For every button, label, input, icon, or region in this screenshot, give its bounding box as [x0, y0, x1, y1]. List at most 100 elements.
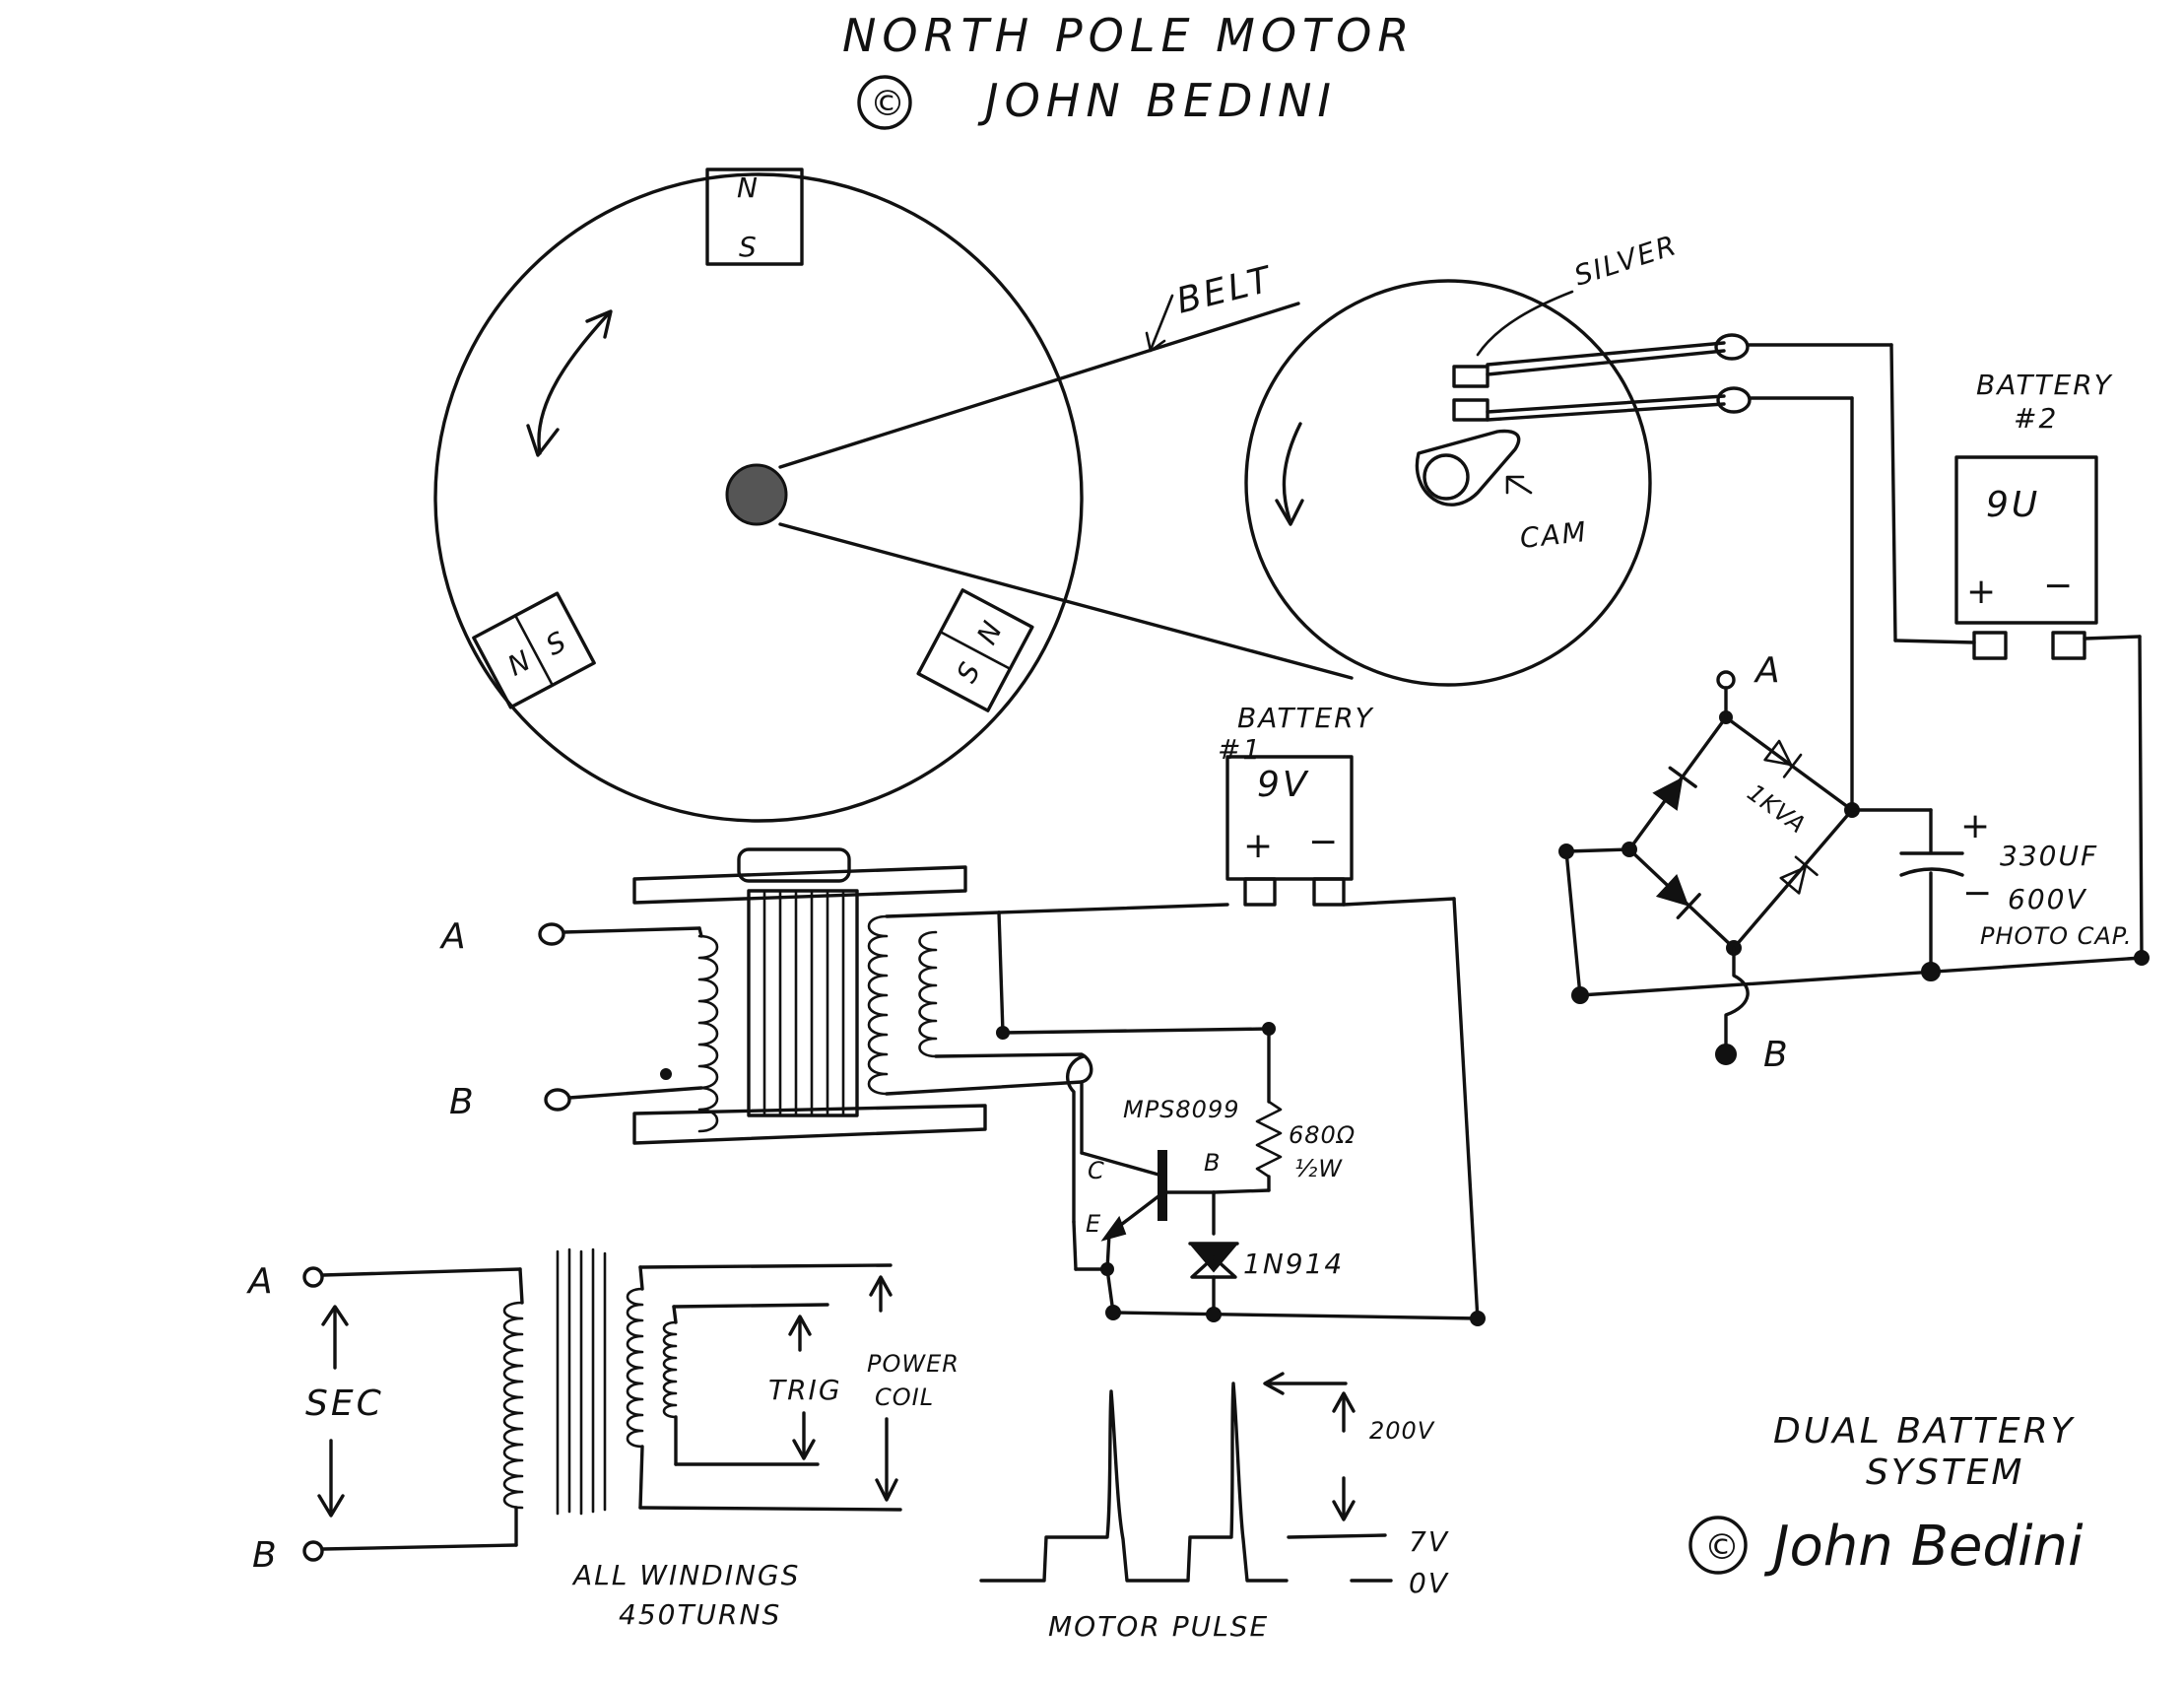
silver-pointer [1476, 290, 1574, 357]
cap-voltage-label: 600V [2008, 883, 2087, 915]
copyright-circle [857, 75, 912, 130]
cap-value-label: 330UF [2000, 840, 2098, 872]
magnet-left-s-label: S [541, 625, 573, 662]
coil-terminal-b [544, 1088, 571, 1112]
cap-plate-bottom [1899, 867, 1964, 877]
cap-minus-label: − [1962, 873, 1995, 913]
battery-2-terminal-plus [1972, 631, 2008, 660]
winding-diagram: A B SEC TRIG [246, 1248, 960, 1631]
bridge-diode-2 [1779, 855, 1819, 895]
footer: DUAL BATTERY SYSTEM © John Bedini [1688, 1411, 2084, 1579]
transistor-emitter-arrow [1100, 1215, 1127, 1242]
pulley-disc [1244, 279, 1652, 687]
coil-label: COIL [875, 1383, 934, 1411]
connector-lower [1716, 386, 1752, 414]
battery-2-terminal-minus [2051, 631, 2086, 660]
silver-label: SILVER [1570, 229, 1682, 293]
silver-contact-lower [1452, 398, 1489, 422]
cap-plus-label: + [1960, 806, 1993, 846]
battery-1-number: #1 [1218, 733, 1262, 766]
resistor [1255, 1100, 1283, 1179]
spool-bottom-flange [632, 1104, 987, 1145]
pulse-caption: MOTOR PULSE [1048, 1610, 1269, 1643]
diode-label: 1N914 [1243, 1248, 1344, 1280]
pulse-zero-label: 0V [1409, 1567, 1449, 1599]
windings-b-label: B [252, 1535, 280, 1576]
battery-2-label: BATTERY [1976, 369, 2113, 401]
resistor-value-label: 680Ω [1289, 1121, 1356, 1149]
page-author: JOHN BEDINI [977, 74, 1337, 127]
coil-terminal-a [538, 922, 565, 946]
copyright-mark: © [870, 84, 908, 124]
coil-left-winding [697, 934, 719, 1133]
magnet-left: N S [472, 591, 596, 709]
bridge-diode-3 [1652, 766, 1697, 811]
magnet-top-n-label: N [737, 171, 760, 204]
magnet-top [705, 168, 804, 266]
magnet-right-n-label: N [970, 615, 1010, 650]
bridge-rectifier: 1KVA A B + − 330UF 600V PHOTO CAP. [1558, 650, 2150, 1075]
bridge-terminal-a [1716, 670, 1736, 690]
transistor-label: MPS8099 [1123, 1096, 1240, 1123]
pin-c-label: C [1088, 1157, 1105, 1184]
connector-upper [1714, 333, 1750, 361]
bridge-diode-4 [1655, 873, 1701, 919]
cam-pointer [1507, 477, 1533, 495]
trig-winding [662, 1320, 678, 1419]
pulse-peak-label: 200V [1369, 1417, 1435, 1445]
battery-1-minus: − [1308, 822, 1341, 862]
footer-copyright-mark: © [1704, 1527, 1743, 1568]
resistor-watt-label: ½W [1294, 1155, 1343, 1182]
battery-1-voltage: 9V [1257, 765, 1310, 805]
bridge-a-label: A [1754, 650, 1783, 691]
spool-top-flange [632, 865, 967, 905]
rotor-shaft-end [737, 847, 851, 883]
battery-1: BATTERY #1 9V + − [1218, 702, 1372, 907]
cam-shaft [1423, 453, 1470, 501]
motor-pulse: 200V 7V 0V MOTOR PULSE [979, 1372, 1449, 1643]
trig-label: TRIG [768, 1374, 842, 1406]
belt-pointer [1149, 294, 1174, 352]
pin-e-label: E [1086, 1210, 1101, 1238]
battery-2: BATTERY #2 9U + − [1893, 369, 2144, 960]
pulse-waveform [979, 1382, 1289, 1583]
rotor-disc [433, 172, 1084, 823]
power-winding [626, 1287, 644, 1449]
battery-1-plus: + [1243, 826, 1276, 866]
sec-winding [502, 1301, 524, 1510]
bridge-diode-1 [1763, 739, 1803, 778]
coil-dot [660, 1068, 672, 1080]
coil-right-winding-outer [867, 914, 889, 1096]
footer-title-line1: DUAL BATTERY [1773, 1411, 2076, 1451]
windings-note-line1: ALL WINDINGS [571, 1559, 800, 1591]
cap-type-label: PHOTO CAP. [1980, 922, 2133, 950]
main-coil: A B [439, 847, 1480, 1322]
transistor-base-bar [1158, 1150, 1167, 1221]
windings-terminal-b [302, 1540, 324, 1562]
pulse-mid-label: 7V [1409, 1525, 1449, 1558]
windings-note-line2: 450TURNS [619, 1598, 781, 1631]
coil-a-label: A [439, 916, 469, 957]
power-label: POWER [867, 1350, 960, 1378]
belt: BELT [778, 259, 1354, 680]
battery-1-terminal-minus [1312, 877, 1346, 907]
battery-2-body [1954, 455, 2098, 625]
battery-1-body [1225, 755, 1354, 881]
battery-2-minus: − [2043, 566, 2076, 606]
coil-right-winding-inner [918, 930, 938, 1058]
windings-terminal-a [302, 1266, 324, 1288]
pin-b-label: B [1204, 1149, 1221, 1177]
sec-label: SEC [305, 1383, 384, 1424]
battery-2-plus: + [1966, 572, 1999, 612]
pulley-rotation-arrow [1282, 422, 1302, 524]
footer-title-line2: SYSTEM [1866, 1452, 2025, 1493]
footer-author: John Bedini [1763, 1515, 2084, 1579]
coil-b-label: B [449, 1082, 477, 1122]
battery-2-number: #2 [2014, 402, 2058, 435]
rotation-arrow-head-bottom [526, 424, 560, 457]
battery-1-terminal-plus [1243, 877, 1277, 907]
rotor-hub [725, 463, 788, 526]
windings-a-label: A [246, 1261, 276, 1302]
